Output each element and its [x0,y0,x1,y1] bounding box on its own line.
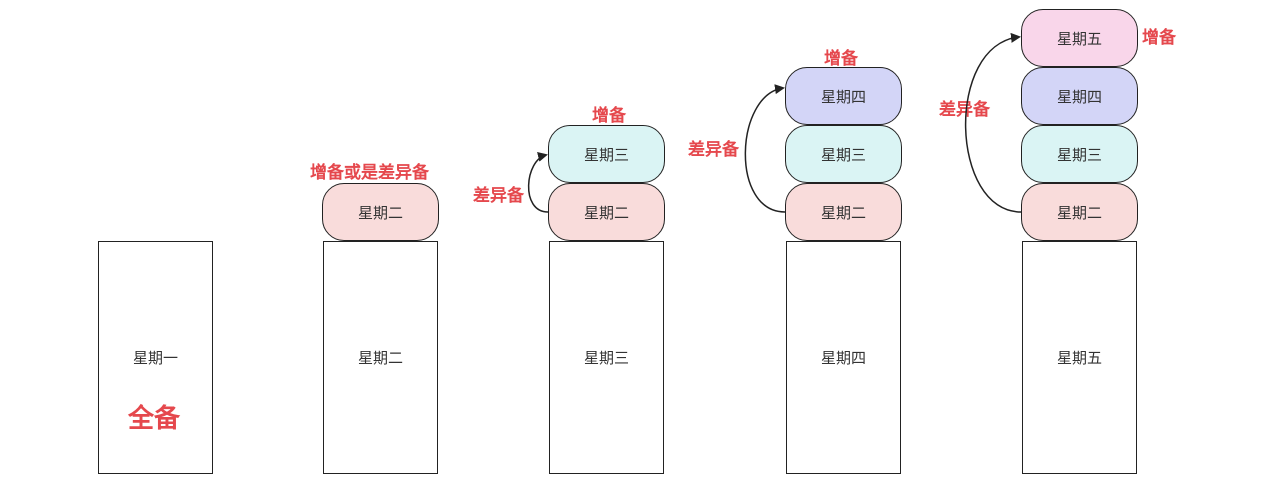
block-label: 星期二 [820,203,866,222]
block-label: 星期五 [1056,29,1102,48]
block-label: 星期二 [357,203,403,222]
thursday-side-label: 差异备 [688,140,739,160]
thursday-base-box: 星期四 [786,241,901,474]
wednesday-base-label: 星期三 [583,349,629,367]
friday-base-label: 星期五 [1056,349,1102,367]
tuesday-base-box: 星期二 [323,241,438,474]
block-label: 星期三 [820,145,866,164]
block-label: 星期二 [583,203,629,222]
thursday-base-label: 星期四 [820,349,866,367]
friday-top-label: 增备 [1142,28,1176,48]
block-label: 星期二 [1056,203,1102,222]
tuesday-top-label: 增备或是差异备 [310,163,429,183]
block-label: 星期四 [1056,87,1102,106]
monday-base-label: 星期一 [132,349,178,367]
friday-col-friday-block: 星期五 [1021,9,1138,67]
block-label: 星期四 [820,87,866,106]
wednesday-side-label: 差异备 [473,186,524,206]
wednesday-base-box: 星期三 [549,241,664,474]
friday-diff-arrow [964,32,1022,213]
tuesday-col-tuesday-block: 星期二 [322,183,439,241]
monday-base-box: 星期一 [98,241,213,474]
wednesday-top-label: 增备 [592,106,626,126]
friday-col-wednesday-block: 星期三 [1021,125,1138,183]
tuesday-base-label: 星期二 [357,349,403,367]
full-backup-label: 全备 [128,404,181,434]
friday-col-thursday-block: 星期四 [1021,67,1138,125]
thursday-col-wednesday-block: 星期三 [785,125,902,183]
wednesday-col-tuesday-block: 星期二 [548,183,665,241]
thursday-col-thursday-block: 星期四 [785,67,902,125]
block-label: 星期三 [1056,145,1102,164]
wednesday-col-wednesday-block: 星期三 [548,125,665,183]
wednesday-diff-arrow [527,152,549,213]
block-label: 星期三 [583,145,629,164]
thursday-top-label: 增备 [824,49,858,69]
friday-base-box: 星期五 [1022,241,1137,474]
thursday-diff-arrow [744,84,786,213]
friday-side-label: 差异备 [939,100,990,120]
friday-col-tuesday-block: 星期二 [1021,183,1138,241]
thursday-col-tuesday-block: 星期二 [785,183,902,241]
